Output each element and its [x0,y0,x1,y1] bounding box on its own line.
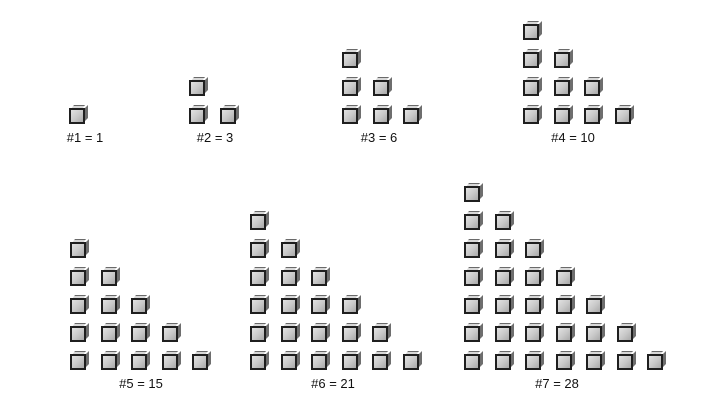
cube [101,351,120,370]
cube [525,351,544,370]
cube [250,239,269,258]
cube [131,351,150,370]
cube [70,323,89,342]
cube [556,267,575,286]
cube [464,351,483,370]
cube [495,267,514,286]
cube [495,239,514,258]
cube [250,211,269,230]
figure-label: #1 = 1 [66,130,104,145]
cube [250,323,269,342]
cube [464,239,483,258]
cube [647,351,666,370]
cube [403,105,422,124]
cube [525,267,544,286]
cube [70,239,89,258]
cube [586,323,605,342]
cube [464,183,483,202]
cube [162,351,181,370]
cube [464,267,483,286]
cube [556,351,575,370]
cube [554,49,573,68]
figure-label: #4 = 10 [551,130,595,145]
figure-label: #3 = 6 [360,130,398,145]
cube [189,105,208,124]
cube [523,49,542,68]
cube [101,295,120,314]
cube [525,295,544,314]
cube [311,323,330,342]
cube [615,105,634,124]
cube [189,77,208,96]
cube [525,323,544,342]
cube [342,77,361,96]
cube [250,267,269,286]
figure-label: #6 = 21 [311,376,355,391]
cube [131,295,150,314]
cube [281,323,300,342]
cube [311,267,330,286]
cube [373,105,392,124]
cube [373,77,392,96]
figure-label: #2 = 3 [196,130,234,145]
cube [192,351,211,370]
cube [372,323,391,342]
cube [311,351,330,370]
cube [617,323,636,342]
cube [70,267,89,286]
cube [281,267,300,286]
cube [523,77,542,96]
cube [523,21,542,40]
cube [554,105,573,124]
cube [554,77,573,96]
cube [342,323,361,342]
cube [372,351,391,370]
cube [464,295,483,314]
cube [403,351,422,370]
cube [342,351,361,370]
cube [525,239,544,258]
cube [584,77,603,96]
cube [495,323,514,342]
cube [342,295,361,314]
cube [69,105,88,124]
cube [342,105,361,124]
cube [495,211,514,230]
cube [464,323,483,342]
figure-label: #7 = 28 [535,376,579,391]
cube [523,105,542,124]
cube [281,351,300,370]
cube [584,105,603,124]
cube [556,295,575,314]
cube [281,295,300,314]
cube [220,105,239,124]
cube [70,351,89,370]
cube [281,239,300,258]
figure-label: #5 = 15 [119,376,163,391]
cube [162,323,181,342]
cube [464,211,483,230]
cube [101,267,120,286]
cube [617,351,636,370]
cube [556,323,575,342]
cube [250,295,269,314]
cube [495,351,514,370]
cube [101,323,120,342]
cube [311,295,330,314]
cube [342,49,361,68]
cube [495,295,514,314]
cube [70,295,89,314]
cube [586,295,605,314]
cube [131,323,150,342]
cube [586,351,605,370]
cube [250,351,269,370]
